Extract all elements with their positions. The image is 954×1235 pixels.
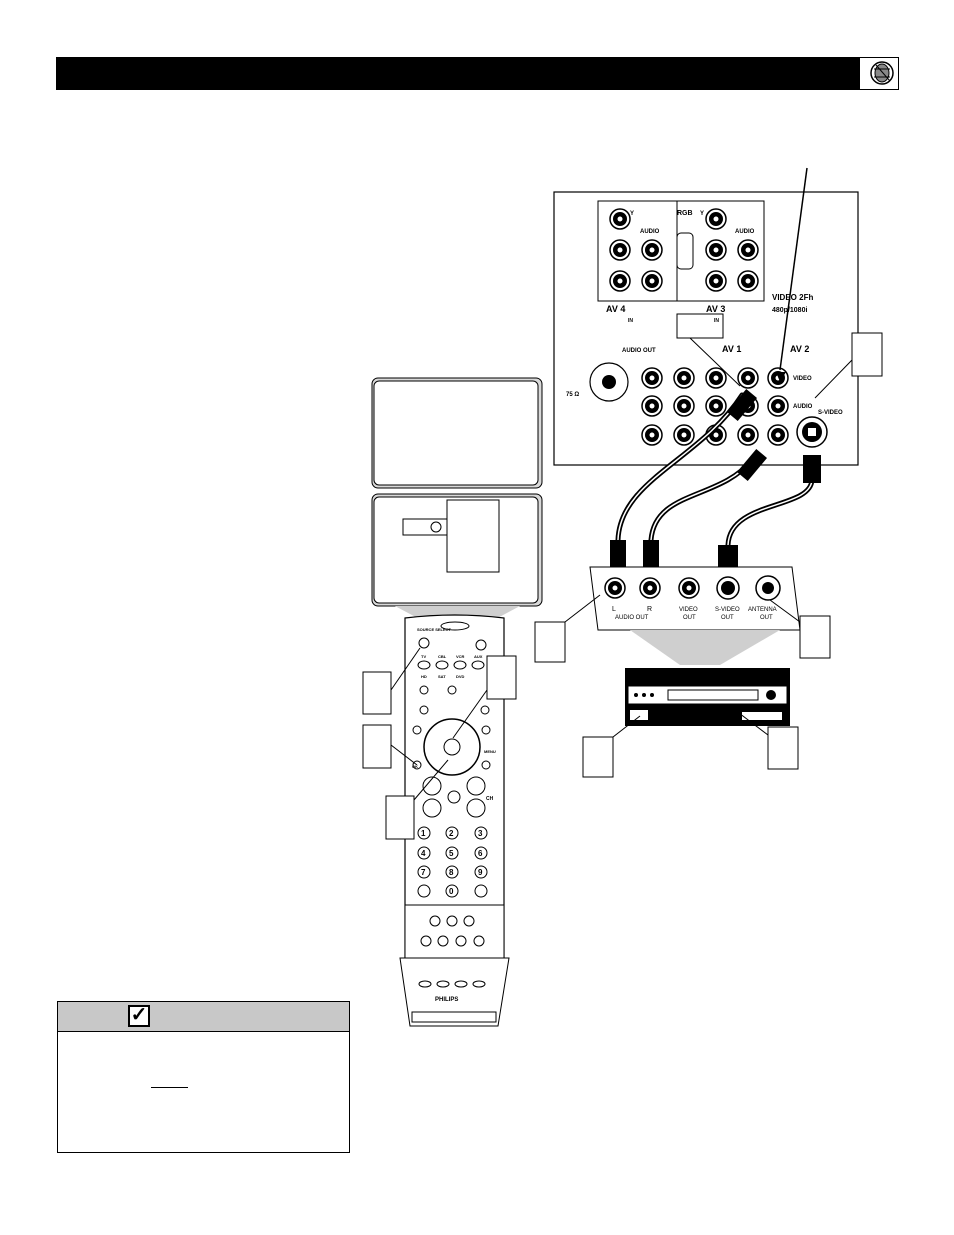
device-antenna-label: ANTENNA bbox=[748, 607, 777, 613]
remote-key-1: 1 bbox=[421, 829, 426, 838]
video2fh-label: VIDEO 2Fh bbox=[772, 293, 813, 302]
av4-label: AV 4 bbox=[606, 304, 625, 314]
device-antenna-out-label: OUT bbox=[760, 615, 773, 621]
projection-beam bbox=[630, 630, 780, 665]
remote-key-4: 4 bbox=[421, 849, 426, 858]
remote-cbl-label: CBL bbox=[438, 654, 447, 659]
av2-video-label: VIDEO bbox=[793, 376, 812, 382]
av4-in-label: IN bbox=[628, 318, 633, 324]
cable-plugs bbox=[610, 389, 821, 573]
remote-brand-logo: PHILIPS bbox=[435, 997, 458, 1003]
rgb-label: RGB bbox=[677, 210, 693, 217]
remote-key-6: 6 bbox=[478, 849, 483, 858]
av3-in-label: IN bbox=[714, 318, 719, 324]
av3-label: AV 3 bbox=[706, 304, 725, 314]
av3-y-label: Y bbox=[700, 211, 704, 217]
audio-out-label: AUDIO OUT bbox=[622, 348, 656, 354]
device-l-label: L bbox=[612, 606, 616, 613]
device-video-out-label: OUT bbox=[683, 615, 696, 621]
remote-key-8: 8 bbox=[449, 868, 454, 877]
remote-key-3: 3 bbox=[478, 829, 483, 838]
remote-menu-label: MENU bbox=[484, 749, 496, 754]
av2-audio-label: AUDIO bbox=[793, 404, 813, 410]
antenna-ohm-label: 75 Ω bbox=[566, 392, 579, 398]
tv-screen-top bbox=[371, 377, 543, 489]
av4-y-label: Y bbox=[630, 211, 634, 217]
note-box: ✓ bbox=[57, 1001, 350, 1153]
remote-key-9: 9 bbox=[478, 868, 483, 877]
remote-key-7: 7 bbox=[421, 868, 426, 877]
remote-tv-label: TV bbox=[421, 654, 426, 659]
cable-plug-icon bbox=[859, 57, 899, 90]
checkmark-icon: ✓ bbox=[128, 1005, 150, 1027]
remote-source-select-label: SOURCE SELECT bbox=[417, 627, 452, 632]
vcr-device bbox=[582, 668, 799, 778]
av2-svideo-label: S-VIDEO bbox=[818, 410, 843, 416]
section-header-bar bbox=[56, 57, 899, 90]
av2-label: AV 2 bbox=[790, 344, 809, 354]
remote-key-0: 0 bbox=[449, 887, 454, 896]
device-svideo-out-label: OUT bbox=[721, 615, 734, 621]
remote-ok-label: OK bbox=[412, 764, 418, 769]
device-rear-panel: L R AUDIO OUT VIDEO OUT S-VIDEO OUT ANTE… bbox=[534, 566, 831, 663]
device-r-label: R bbox=[647, 606, 652, 613]
remote-callouts bbox=[362, 647, 517, 840]
av1-label: AV 1 bbox=[722, 344, 741, 354]
remote-vcr-label: VCR bbox=[456, 654, 465, 659]
remote-key-2: 2 bbox=[449, 829, 454, 838]
av4-audio-label: AUDIO bbox=[640, 229, 660, 235]
remote-aux-label: AUX bbox=[474, 654, 483, 659]
resolution-label: 480p/1080i bbox=[772, 307, 807, 314]
tv-screen-bottom bbox=[371, 493, 543, 607]
remote-dvd-label: DVD bbox=[456, 674, 465, 679]
remote-key-5: 5 bbox=[449, 849, 454, 858]
remote-sat-label: SAT bbox=[438, 674, 446, 679]
tv-back-panel: RGB Y AUDIO AUDIO Y AV 4 AV 3 IN IN VIDE… bbox=[553, 191, 859, 466]
note-header: ✓ bbox=[58, 1002, 349, 1032]
note-underline bbox=[151, 1087, 188, 1088]
device-audio-out-label: AUDIO OUT bbox=[615, 615, 649, 621]
remote-hd-label: HD bbox=[421, 674, 427, 679]
device-video-label: VIDEO bbox=[679, 607, 698, 613]
device-svideo-label: S-VIDEO bbox=[715, 607, 740, 613]
av3-audio-label: AUDIO bbox=[735, 229, 755, 235]
remote-number-keys: 1 2 3 4 5 6 7 8 9 0 bbox=[417, 826, 488, 898]
callout-lines bbox=[676, 167, 883, 399]
remote-ch-label: CH bbox=[486, 796, 494, 802]
